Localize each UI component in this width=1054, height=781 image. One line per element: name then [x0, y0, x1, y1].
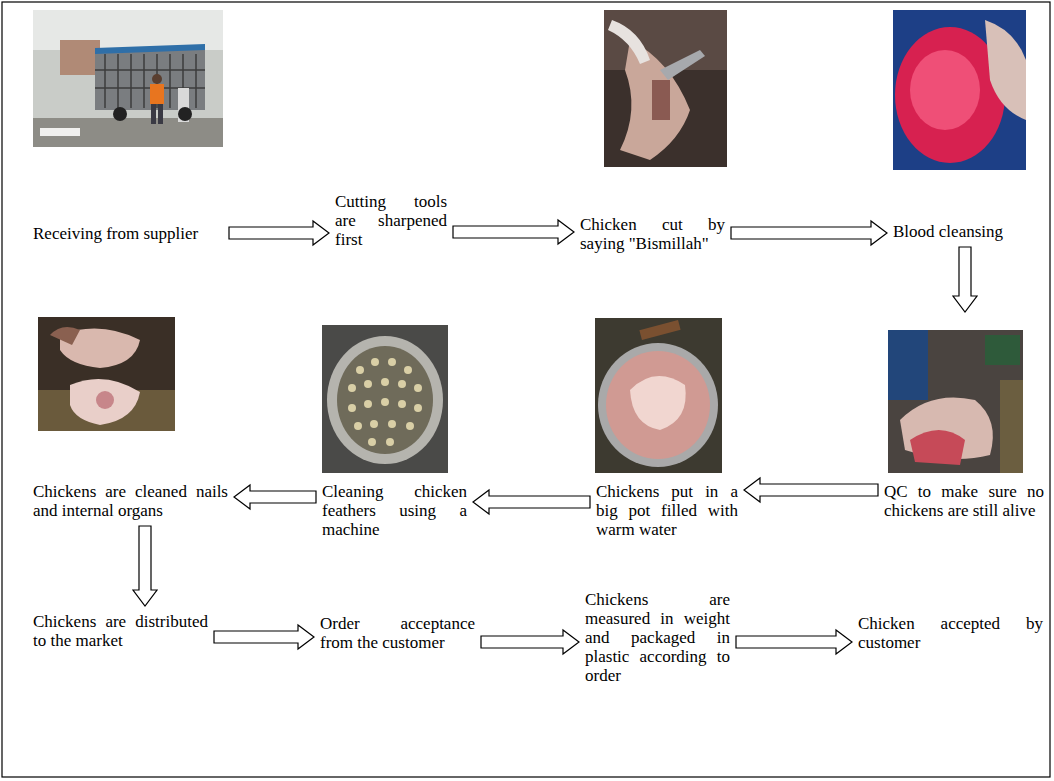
- block-arrow: [234, 485, 316, 509]
- block-arrow: [744, 478, 878, 502]
- step-text: Receiving from supplier: [33, 224, 223, 243]
- process-step: Chickens are measured in weight and pack…: [585, 590, 730, 685]
- process-step: QC to make sure no chickens are still al…: [884, 482, 1044, 520]
- process-step: Receiving from supplier: [33, 224, 223, 243]
- step-text: Chickens are cleaned nails and internal …: [33, 482, 228, 520]
- cutting-photo: [604, 10, 727, 167]
- block-arrow: [453, 220, 574, 244]
- step-text: Blood cleansing: [893, 222, 1028, 241]
- process-step: Chickens are distributed to the market: [33, 612, 208, 650]
- feather-machine-photo: [322, 325, 448, 473]
- cleaning-organs-photo: [38, 317, 175, 431]
- process-step: Cutting tools are sharpened first: [335, 192, 447, 249]
- pot-photo: [595, 318, 722, 473]
- process-step: Order acceptance from the customer: [320, 614, 475, 652]
- process-step: Blood cleansing: [893, 222, 1028, 241]
- process-step: Chicken accepted by customer: [858, 614, 1043, 652]
- block-arrow: [481, 630, 579, 654]
- block-arrow: [229, 221, 329, 245]
- block-arrow: [736, 630, 852, 654]
- step-text: Order acceptance from the customer: [320, 614, 475, 652]
- step-text: Chicken cut by saying "Bismillah": [580, 215, 725, 253]
- step-text: Chickens put in a big pot filled with wa…: [596, 482, 738, 539]
- block-arrow: [133, 526, 157, 606]
- process-step: Chicken cut by saying "Bismillah": [580, 215, 725, 253]
- blood-photo: [893, 10, 1026, 170]
- step-text: Chickens are distributed to the market: [33, 612, 208, 650]
- truck-photo: [33, 10, 223, 147]
- block-arrow: [731, 221, 887, 245]
- step-text: Chicken accepted by customer: [858, 614, 1043, 652]
- step-text: Cutting tools are sharpened first: [335, 192, 447, 249]
- qc-photo: [888, 330, 1023, 473]
- step-text: Chickens are measured in weight and pack…: [585, 590, 730, 685]
- step-text: Cleaning chicken feathers using a machin…: [322, 482, 467, 539]
- process-step: Cleaning chicken feathers using a machin…: [322, 482, 467, 539]
- block-arrow: [214, 625, 314, 649]
- block-arrow: [473, 490, 590, 514]
- process-step: Chickens are cleaned nails and internal …: [33, 482, 228, 520]
- block-arrow: [953, 247, 977, 312]
- step-text: QC to make sure no chickens are still al…: [884, 482, 1044, 520]
- process-step: Chickens put in a big pot filled with wa…: [596, 482, 738, 539]
